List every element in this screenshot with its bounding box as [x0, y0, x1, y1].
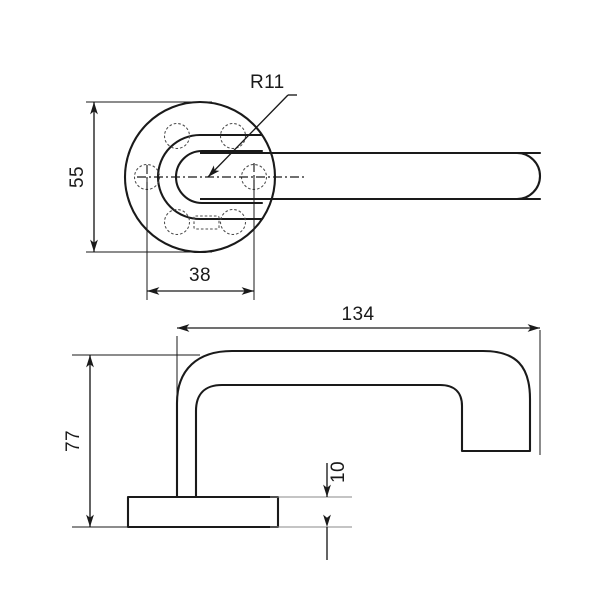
dimension-38: 38	[146, 177, 255, 300]
base-plate-rect	[126, 495, 280, 529]
dimension-55: 55	[67, 101, 212, 253]
r11-leader-line	[207, 94, 289, 178]
hidden-hole-bottom-left	[163, 208, 191, 236]
elevation-view: 134 77 10	[63, 304, 541, 560]
hidden-slot-bottom-centre	[193, 215, 220, 230]
plan-view: 55 38 R11	[67, 72, 542, 300]
hidden-hole-top-right	[219, 122, 247, 150]
dimension-134: 134	[176, 304, 541, 497]
lever-bar-edges	[200, 151, 542, 201]
dimension-77: 77	[63, 354, 200, 528]
lever-profile-outline	[175, 349, 532, 499]
hidden-hole-bottom-right	[219, 208, 247, 236]
dim10-label: 10	[328, 461, 349, 483]
dimension-10: 10	[270, 461, 352, 560]
dimension-r11: R11	[207, 72, 297, 178]
r11-label: R11	[250, 72, 285, 93]
hidden-hole-top-left	[163, 122, 191, 150]
dim38-label: 38	[189, 265, 211, 286]
dim55-label: 55	[67, 166, 88, 188]
dim77-label: 77	[63, 430, 84, 452]
dim134-label: 134	[342, 304, 375, 325]
